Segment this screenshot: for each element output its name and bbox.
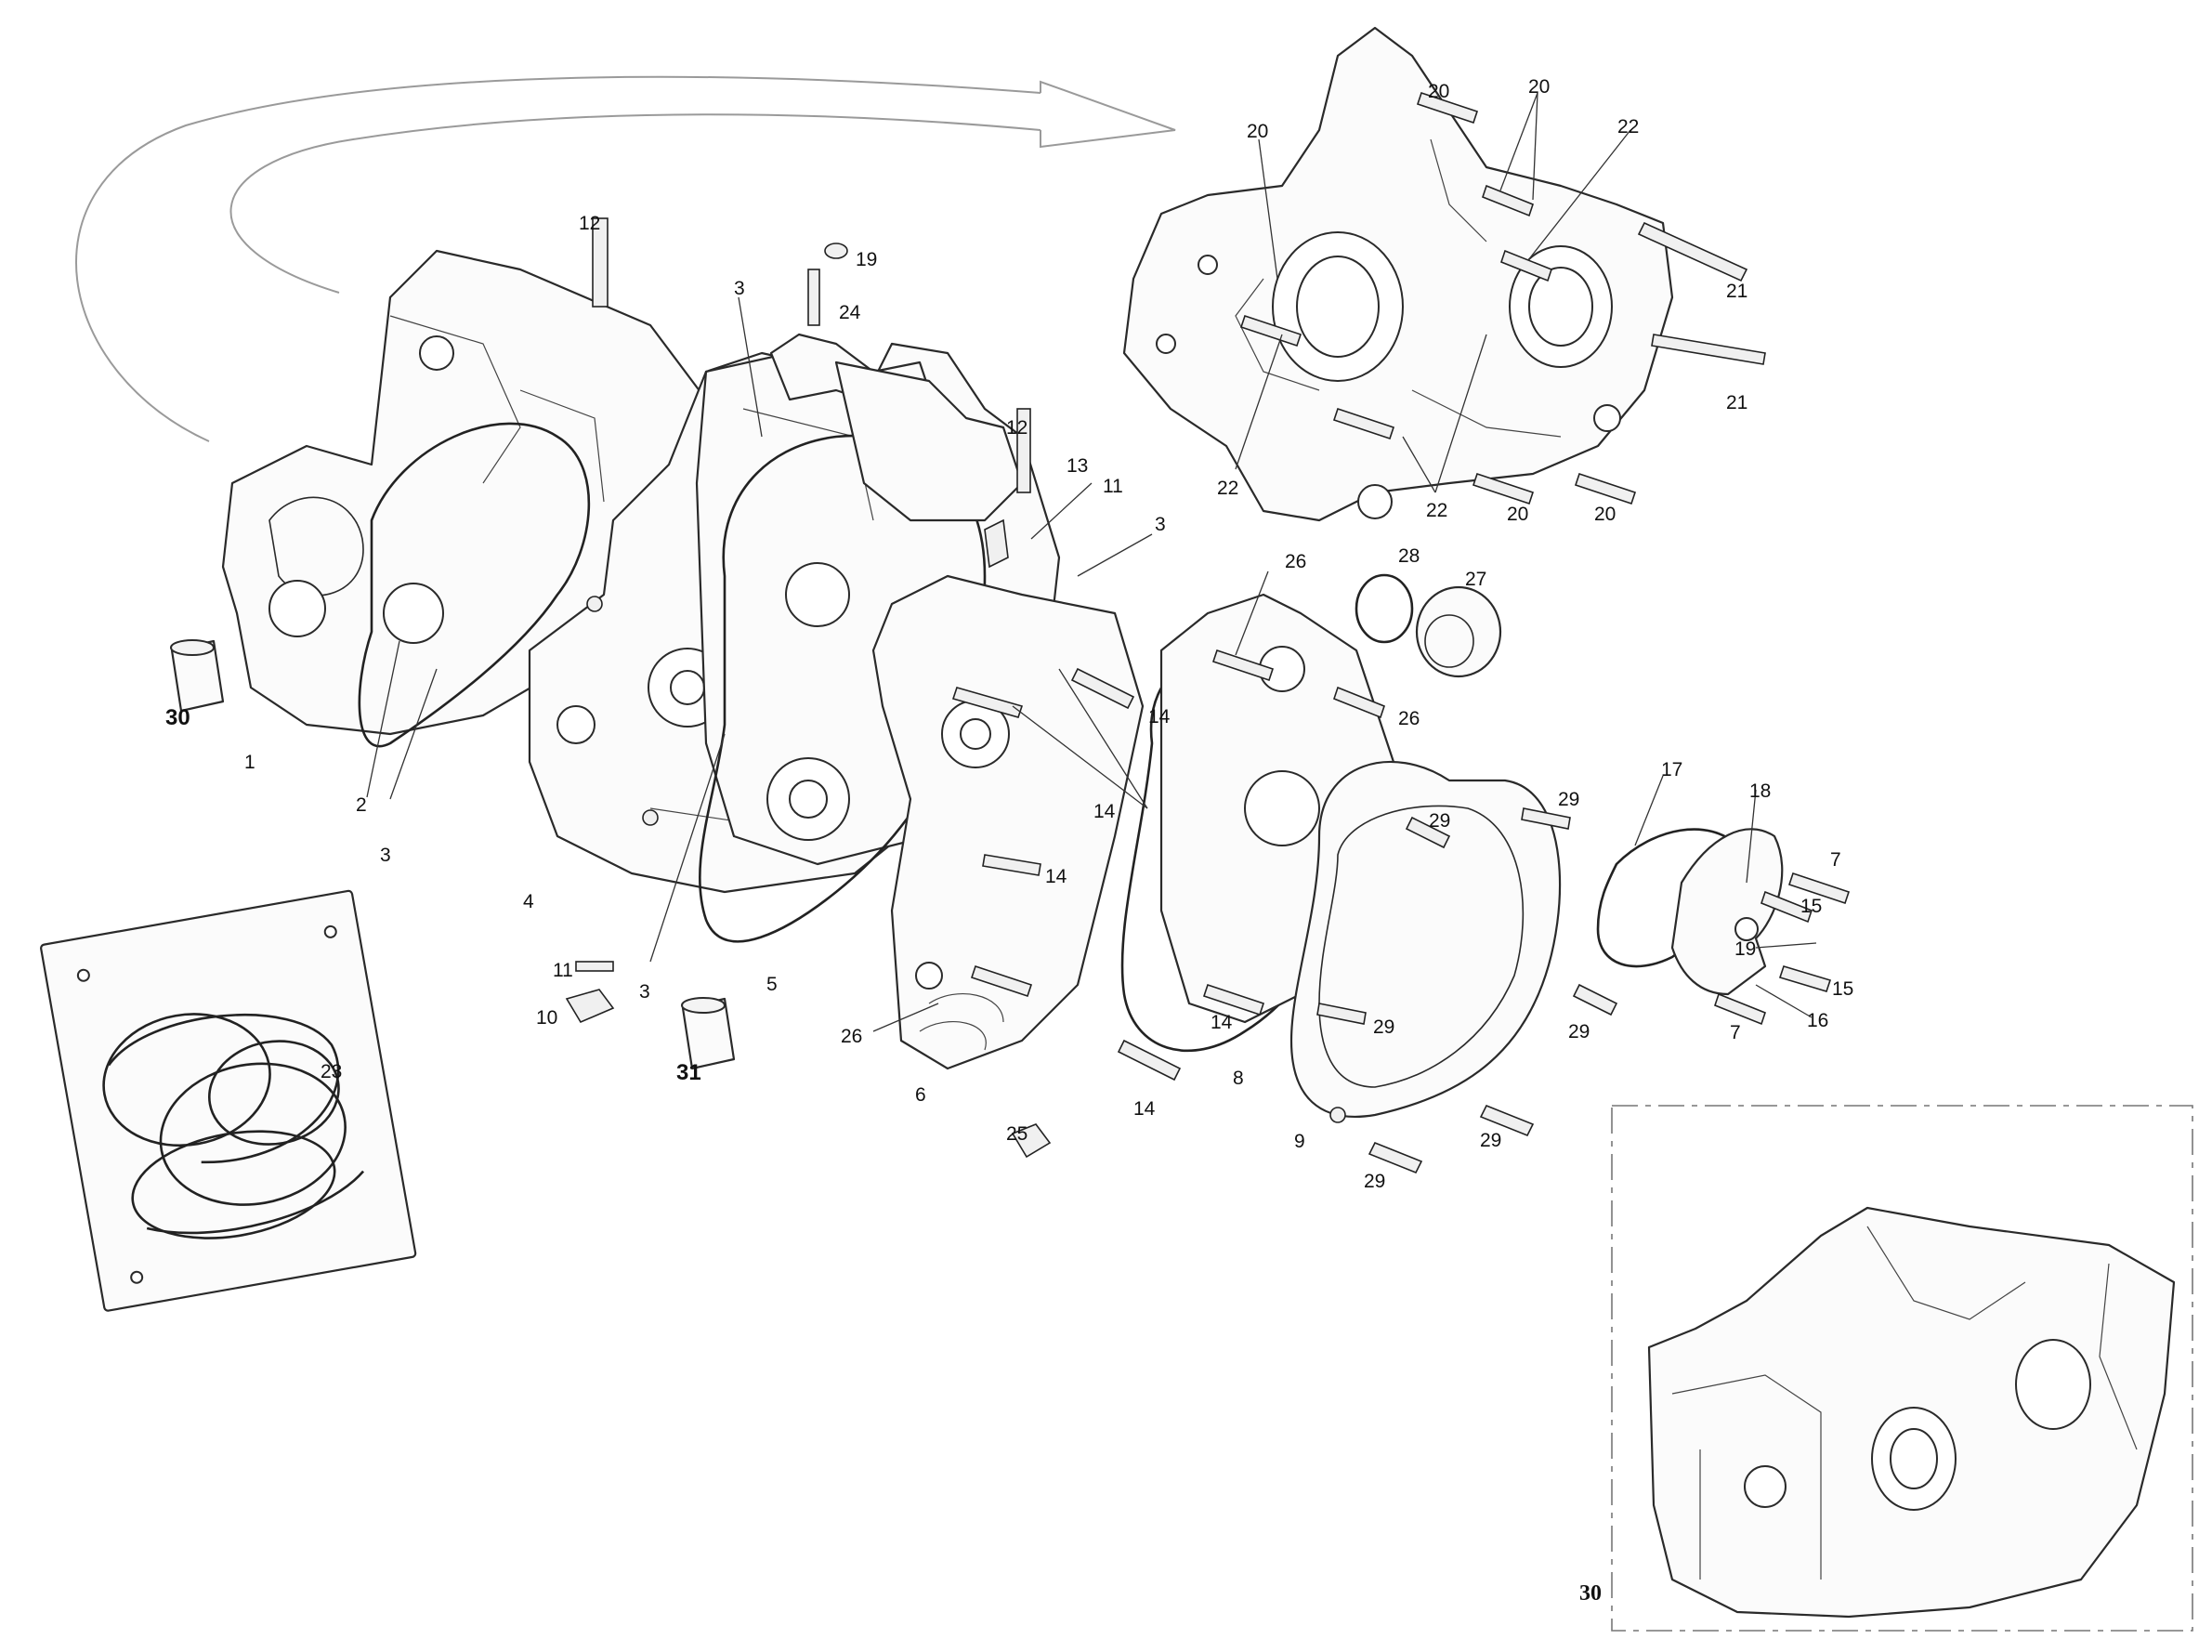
bushes — [170, 639, 736, 1070]
callout-26: 26 — [1398, 708, 1420, 729]
callout-22: 22 — [1617, 116, 1639, 138]
callout-10: 10 — [536, 1007, 557, 1029]
callout-14: 14 — [1211, 1012, 1233, 1033]
callout-17: 17 — [1661, 759, 1682, 780]
callout-29: 29 — [1429, 810, 1450, 832]
callout-6: 6 — [915, 1084, 926, 1106]
callout-4: 4 — [523, 891, 534, 912]
callout-25: 25 — [1006, 1123, 1027, 1145]
studs-and-fittings — [565, 217, 1052, 1159]
callout-20: 20 — [1507, 504, 1528, 525]
callout-3: 3 — [380, 845, 391, 866]
inset-assembled-crankcase: 30 — [1579, 1105, 2193, 1632]
callout-11: 11 — [553, 960, 573, 981]
callout-15: 15 — [1800, 896, 1822, 917]
callout-29: 29 — [1373, 1016, 1394, 1038]
callout-1: 1 — [244, 752, 255, 773]
callout-labels: 12 12 19 19 24 3 3 3 3 13 11 11 10 1 2 4… — [165, 76, 1853, 1192]
callout-26: 26 — [1285, 551, 1306, 572]
flywheel-cover — [1289, 760, 1562, 1123]
callout-16: 16 — [1807, 1010, 1828, 1031]
callout-7: 7 — [1830, 849, 1841, 871]
callout-30: 30 — [165, 705, 190, 730]
leader-lines — [366, 92, 1817, 1032]
callout-22: 22 — [1217, 478, 1238, 499]
assembled-crankcase-upper — [1122, 26, 1766, 522]
callout-2: 2 — [356, 794, 367, 816]
callout-23: 23 — [321, 1061, 342, 1082]
callout-12: 12 — [1006, 417, 1027, 439]
callout-20: 20 — [1594, 504, 1616, 525]
callout-5: 5 — [766, 974, 778, 995]
water-pump-cover — [1670, 828, 1784, 996]
callout-29: 29 — [1480, 1130, 1501, 1151]
callout-31: 31 — [676, 1060, 701, 1085]
callout-22: 22 — [1426, 500, 1447, 521]
callout-27: 27 — [1465, 569, 1486, 590]
callout-29: 29 — [1568, 1021, 1590, 1042]
callout-7: 7 — [1730, 1022, 1741, 1043]
callout-24: 24 — [839, 302, 861, 323]
plug-and-oring — [1355, 573, 1502, 678]
callout-20: 20 — [1528, 76, 1550, 98]
bolts — [951, 649, 1851, 1174]
callout-20: 20 — [1428, 81, 1449, 102]
callout-3: 3 — [1155, 514, 1166, 535]
callout-14: 14 — [1045, 866, 1067, 887]
callout-29: 29 — [1558, 789, 1579, 810]
crankcase-gasket-2 — [358, 422, 591, 748]
rotation-arrow — [75, 75, 1176, 442]
callout-29: 29 — [1364, 1171, 1385, 1192]
clutch-cover — [871, 574, 1145, 1070]
callout-3: 3 — [639, 981, 650, 1003]
callout-19: 19 — [1734, 938, 1756, 960]
callout-20: 20 — [1247, 121, 1268, 142]
callout-9: 9 — [1294, 1131, 1305, 1152]
callout-15: 15 — [1832, 978, 1853, 1000]
callout-12: 12 — [579, 213, 600, 234]
callout-13: 13 — [1067, 455, 1088, 477]
gasket-kit-envelope — [40, 889, 417, 1312]
callout-14: 14 — [1148, 706, 1171, 728]
callout-19: 19 — [856, 249, 877, 270]
callout-18: 18 — [1749, 780, 1771, 802]
callout-21: 21 — [1726, 392, 1747, 413]
callout-14: 14 — [1093, 801, 1116, 822]
callout-26: 26 — [841, 1026, 862, 1047]
upper-cylinder-block — [769, 333, 1024, 522]
inset-label: 30 — [1579, 1581, 1602, 1606]
callout-28: 28 — [1398, 545, 1420, 567]
callout-14: 14 — [1133, 1098, 1156, 1120]
callout-8: 8 — [1233, 1068, 1244, 1089]
callout-11: 11 — [1103, 476, 1123, 497]
callout-3: 3 — [734, 278, 745, 299]
callout-21: 21 — [1726, 281, 1747, 302]
